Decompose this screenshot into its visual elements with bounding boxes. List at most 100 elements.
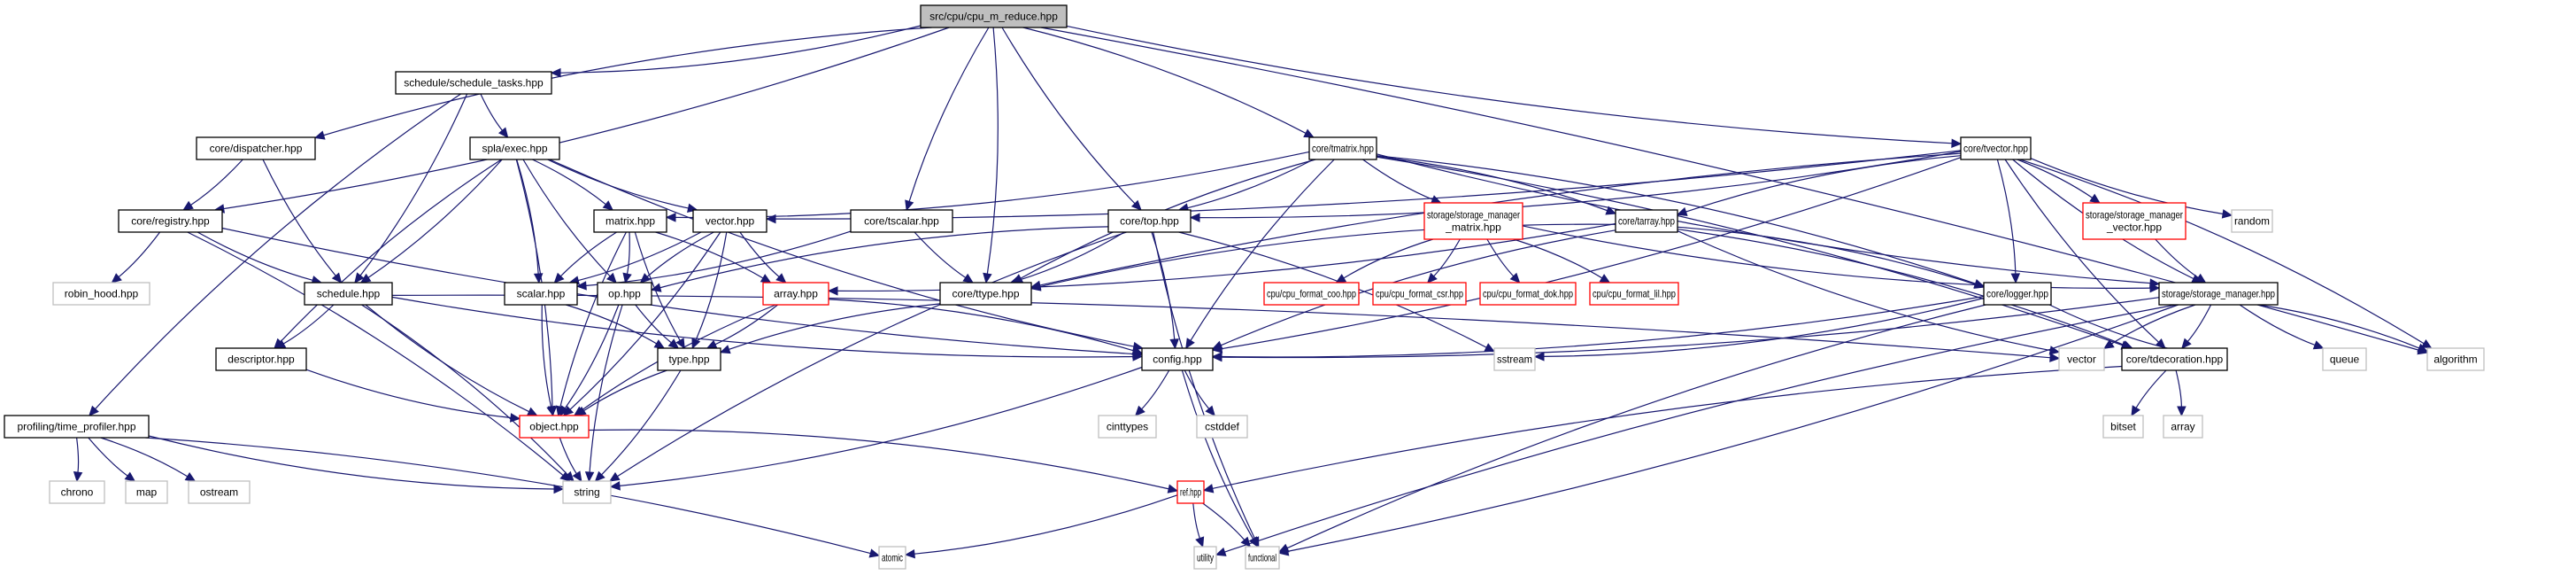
edge-config-to-string <box>618 366 1143 487</box>
node-functional: functional <box>1245 546 1280 570</box>
node-tdecoration[interactable]: core/tdecoration.hpp <box>2121 347 2228 371</box>
node-coo[interactable]: cpu/cpu_format_coo.hpp <box>1263 282 1360 306</box>
node-time-profiler[interactable]: profiling/time_profiler.hpp <box>4 415 150 439</box>
node-box <box>215 347 307 371</box>
edge-tdecoration-to-ref <box>1211 365 2123 490</box>
arrowhead-tvector-to-random <box>2221 209 2233 219</box>
arrowhead-tmatrix-to-config <box>1185 338 1195 350</box>
edge-tmatrix-to-top <box>1186 159 1314 209</box>
node-dok[interactable]: cpu/cpu_format_dok.hpp <box>1479 282 1577 306</box>
edge-registry-to-schedule <box>197 231 314 282</box>
node-label: storage/storage_manager <box>2086 209 2183 221</box>
node-chrono: chrono <box>49 480 105 504</box>
edge-tdecoration-to-bitset <box>2135 369 2167 409</box>
arrowhead-matrix-to-type <box>675 338 685 350</box>
arrowhead-schedule_tasks-to-exec <box>497 127 509 138</box>
arrowhead-ttype-to-type <box>719 345 731 354</box>
node-label: object.hpp <box>529 421 579 433</box>
node-registry[interactable]: core/registry.hpp <box>118 209 223 233</box>
node-label: bitset <box>2110 421 2136 433</box>
edge-tmatrix-to-config <box>1189 159 1335 342</box>
node-ttype[interactable]: core/ttype.hpp <box>939 282 1032 306</box>
node-box <box>125 480 168 504</box>
node-box <box>519 415 590 439</box>
node-tarray[interactable]: core/tarray.hpp <box>1615 209 1678 233</box>
arrowhead-root-to-tvector <box>1951 138 1963 149</box>
arrowhead-dispatcher-to-schedule <box>331 272 343 284</box>
arrowhead-tvector-to-sm_vector <box>2089 193 2101 204</box>
node-csr[interactable]: cpu/cpu_format_csr.hpp <box>1372 282 1467 306</box>
edge-array_hpp-to-config <box>828 299 1135 352</box>
node-box <box>1423 202 1523 240</box>
node-type[interactable]: type.hpp <box>657 347 721 371</box>
arrowhead-tvector-to-tarray <box>1676 206 1688 216</box>
arrowhead-tarray-to-array_hpp <box>827 286 838 296</box>
node-label: _vector.hpp <box>2106 221 2162 234</box>
edge-tmatrix-to-logger <box>1376 155 1977 284</box>
node-ref[interactable]: ref.hpp <box>1176 480 1205 504</box>
arrowhead-type-to-string <box>594 470 605 482</box>
node-logger[interactable]: core/logger.hpp <box>1983 282 2052 306</box>
node-label: core/registry.hpp <box>131 215 210 228</box>
edge-root-to-dispatcher <box>322 27 932 136</box>
node-label: map <box>136 486 158 499</box>
node-object[interactable]: object.hpp <box>519 415 590 439</box>
edge-sm_vector-to-storage_manager <box>2155 238 2200 279</box>
node-schedule-tasks[interactable]: schedule/schedule_tasks.hpp <box>395 71 552 95</box>
node-box <box>562 480 612 504</box>
node-root[interactable]: src/cpu/cpu_m_reduce.hpp <box>920 4 1068 28</box>
node-box <box>2082 202 2187 240</box>
arrowhead-tvector-to-ttype <box>1030 280 1042 290</box>
node-box <box>49 480 105 504</box>
edge-root-to-tscalar <box>908 27 990 203</box>
node-matrix[interactable]: matrix.hpp <box>593 209 667 233</box>
node-label: functional <box>1248 552 1276 564</box>
edge-scalar-to-object <box>541 304 552 408</box>
edge-tarray-to-config <box>1220 229 1616 346</box>
arrowhead-ref-to-utility <box>1195 536 1205 548</box>
node-box <box>2158 282 2279 306</box>
node-exec[interactable]: spla/exec.hpp <box>469 136 560 160</box>
node-descriptor[interactable]: descriptor.hpp <box>215 347 307 371</box>
node-label: core/top.hpp <box>1120 215 1179 228</box>
arrowhead-vector_hpp-to-op <box>639 273 651 284</box>
node-lil[interactable]: cpu/cpu_format_lil.hpp <box>1589 282 1679 306</box>
node-array-hpp[interactable]: array.hpp <box>762 282 829 306</box>
arrowhead-sm_matrix-to-dok <box>1509 272 1521 284</box>
node-box <box>504 282 578 306</box>
node-storage-manager[interactable]: storage/storage_manager.hpp <box>2158 282 2279 306</box>
edges-layer <box>73 25 2433 559</box>
node-top[interactable]: core/top.hpp <box>1107 209 1192 233</box>
node-box <box>850 209 953 233</box>
edge-logger-to-config <box>1220 295 1985 358</box>
node-tscalar[interactable]: core/tscalar.hpp <box>850 209 953 233</box>
node-op[interactable]: op.hpp <box>597 282 652 306</box>
edge-root-to-registry <box>222 27 950 210</box>
arrowhead-tmatrix-to-sm_matrix <box>1430 195 1442 204</box>
edge-tmatrix-to-tdecoration <box>1376 156 2124 346</box>
node-label: core/tmatrix.hpp <box>1312 143 1374 155</box>
node-scalar[interactable]: scalar.hpp <box>504 282 578 306</box>
node-label: vector <box>2067 354 2096 366</box>
node-box <box>1176 480 1205 504</box>
edge-tvector-to-tdecoration <box>2004 159 2160 344</box>
node-vector-std: vector <box>2058 347 2105 371</box>
node-cstddef: cstddef <box>1196 415 1248 439</box>
node-tmatrix[interactable]: core/tmatrix.hpp <box>1308 136 1377 160</box>
node-dispatcher[interactable]: core/dispatcher.hpp <box>196 136 316 160</box>
node-vector-hpp[interactable]: vector.hpp <box>692 209 767 233</box>
arrowhead-tvector-to-algorithm <box>2420 338 2433 349</box>
node-schedule[interactable]: schedule.hpp <box>304 282 393 306</box>
node-queue: queue <box>2322 347 2367 371</box>
node-config[interactable]: config.hpp <box>1141 347 1214 371</box>
node-label: atomic <box>882 552 903 564</box>
node-box <box>1308 136 1377 160</box>
edge-config-to-cstddef <box>1184 369 1210 410</box>
node-sm-matrix[interactable]: storage/storage_manager_matrix.hpp <box>1423 202 1523 240</box>
arrowhead-vector_hpp-to-array_hpp <box>775 273 787 284</box>
node-box <box>1615 209 1678 233</box>
node-sm-vector[interactable]: storage/storage_manager_vector.hpp <box>2082 202 2187 240</box>
node-label: schedule/schedule_tasks.hpp <box>404 77 544 89</box>
edge-tarray-to-tdecoration <box>1677 229 2125 346</box>
node-tvector[interactable]: core/tvector.hpp <box>1960 136 2032 160</box>
